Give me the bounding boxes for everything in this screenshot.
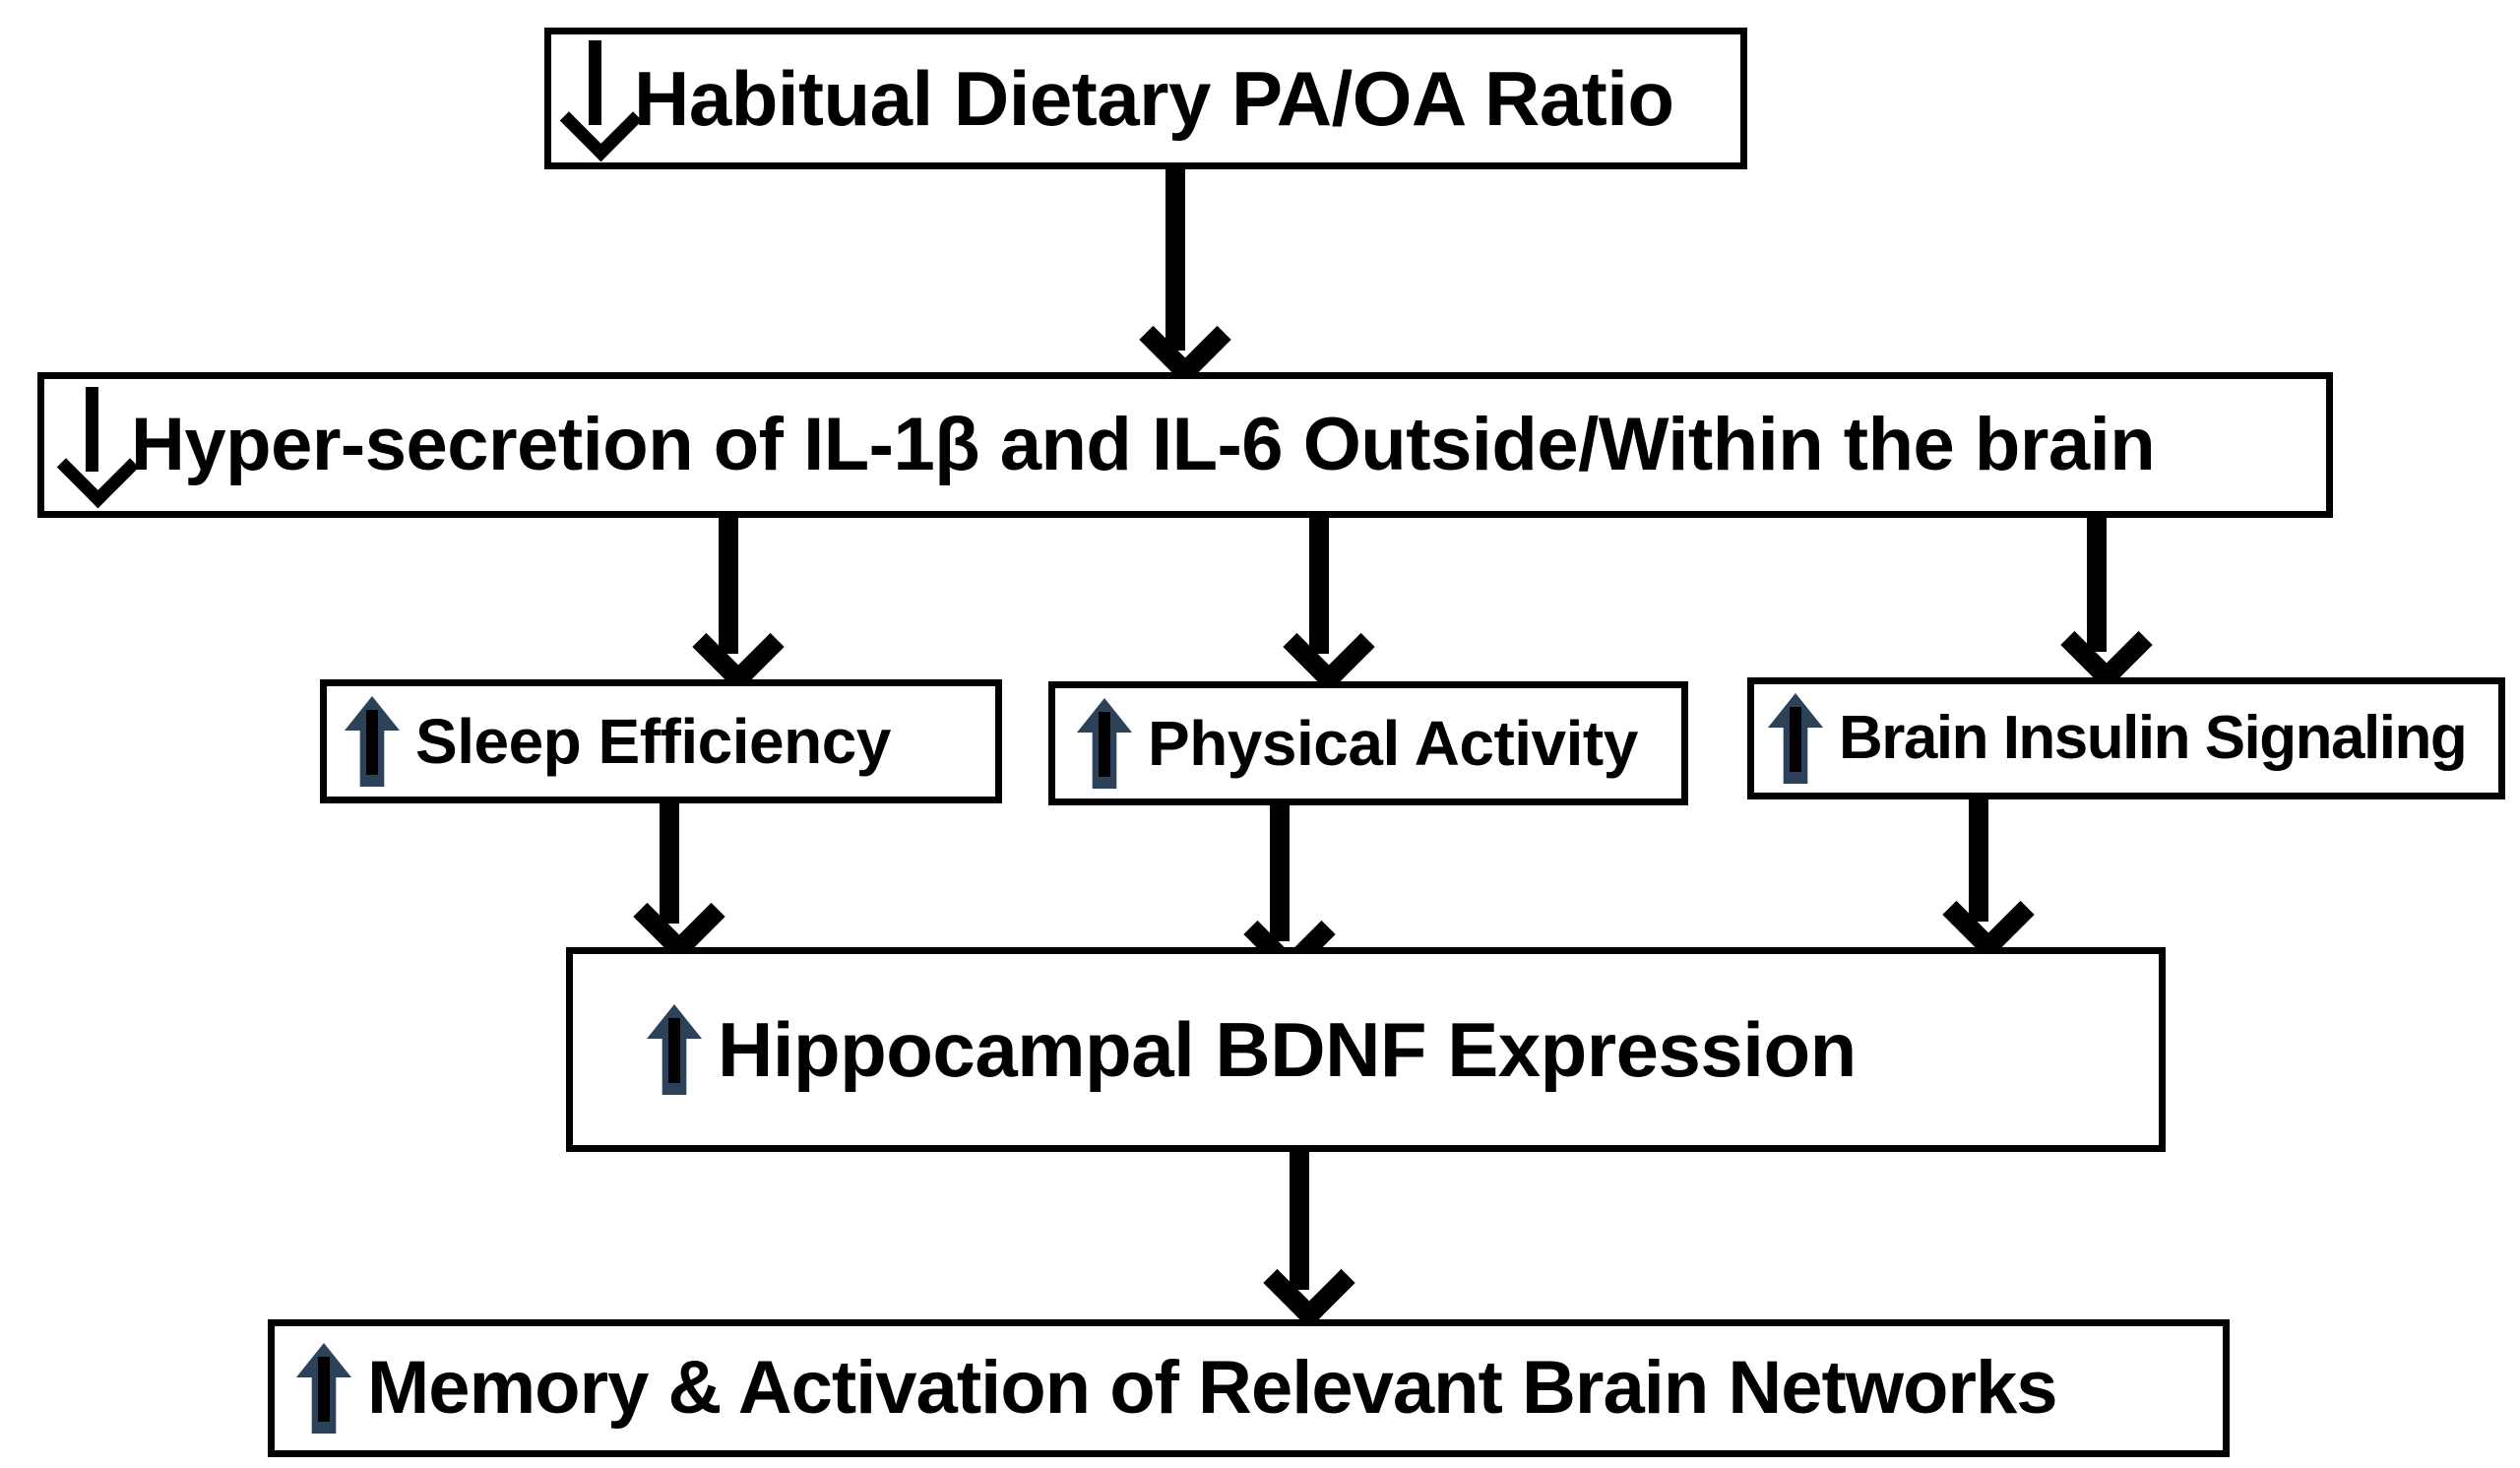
arrow-down-icon [56,387,140,509]
arrow-up-icon [1768,693,1823,784]
node-memory-activation-brain-networks[interactable]: Memory & Activation of Relevant Brain Ne… [268,1319,2230,1457]
connector-line [2087,504,2107,652]
connector-hypersecretion-to-sleep [679,504,785,697]
node-label: Physical Activity [1148,708,1638,779]
arrow-up-icon [647,1004,702,1095]
node-hippocampal-bdnf-expression[interactable]: Hippocampal BDNF Expression [566,947,2166,1152]
node-hypersecretion-il1b-il6[interactable]: Hyper-secretion of IL-1β and IL-6 Outsid… [37,372,2333,518]
arrow-up-icon [1077,698,1132,789]
arrow-up-icon [296,1343,351,1434]
node-brain-insulin-signaling[interactable]: Brain Insulin Signaling [1747,677,2505,799]
connector-line [1309,504,1329,654]
connector-insulin-to-bdnf [1929,792,2035,961]
connector-bdnf-to-memory [1250,1142,1355,1331]
node-label: Hyper-secretion of IL-1β and IL-6 Outsid… [131,403,2156,486]
connector-habitual-to-hypersecretion [1126,158,1231,392]
node-label: Memory & Activation of Relevant Brain Ne… [367,1346,2057,1430]
arrow-down-icon [559,40,643,162]
connector-hypersecretion-to-physical [1270,504,1375,699]
node-label: Sleep Efficiency [415,706,891,777]
node-sleep-efficiency[interactable]: Sleep Efficiency [320,679,1002,803]
connector-sleep-to-bdnf [620,794,725,963]
arrow-up-icon [345,696,400,787]
connector-line [719,504,738,654]
arrowhead-down-icon [1283,601,1375,693]
connector-line [660,794,679,924]
connector-hypersecretion-to-insulin [2048,504,2153,695]
node-label: Habitual Dietary PA/OA Ratio [634,55,1674,142]
node-label: Brain Insulin Signaling [1839,704,2468,772]
node-label: Hippocampal BDNF Expression [718,1006,1857,1093]
connector-line [1166,158,1185,351]
connector-physical-to-bdnf [1230,796,1336,983]
arrowhead-down-icon [1263,1237,1355,1329]
connector-line [1270,796,1290,941]
node-physical-activity[interactable]: Physical Activity [1048,681,1688,805]
connector-line [1290,1142,1309,1290]
connector-line [1969,792,1988,922]
node-habitual-dietary-ratio[interactable]: Habitual Dietary PA/OA Ratio [544,28,1747,169]
